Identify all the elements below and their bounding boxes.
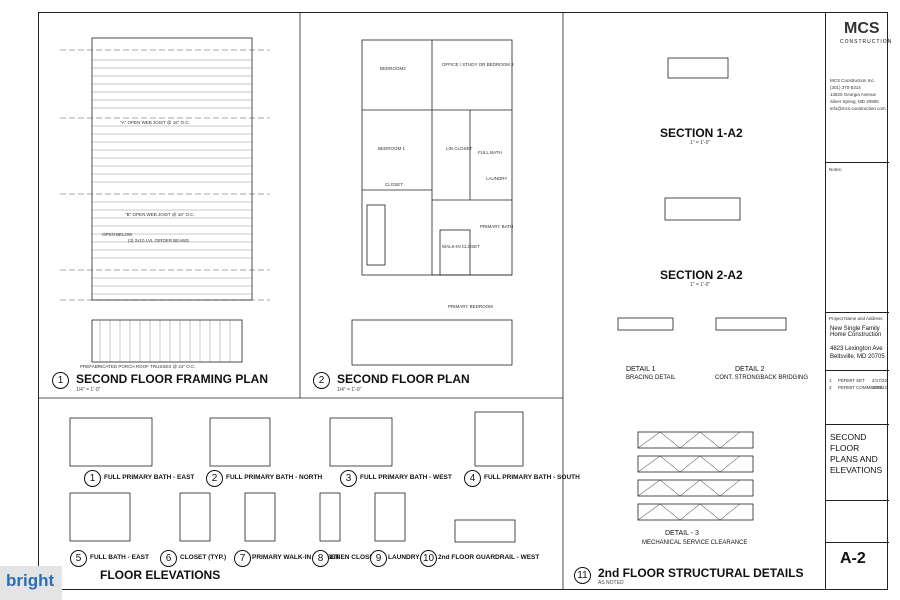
- elev-label-2: FULL PRIMARY BATH - NORTH: [226, 474, 323, 481]
- company-address-1: 13820 Georgia Avenue: [830, 92, 876, 97]
- project-label: Project Name and Address: [829, 316, 883, 321]
- elev-label-7: PRIMARY WALK-IN CLOSET: [252, 554, 340, 561]
- elev-number-5: 5: [70, 550, 87, 567]
- elev-label-1: FULL PRIMARY BATH - EAST: [104, 474, 195, 481]
- drawing-number-1: 1: [52, 372, 69, 389]
- sheet-number: A-2: [840, 550, 866, 567]
- framing-note-b: "B" OPEN WEB JOIST @ 16" O.C.: [125, 212, 195, 217]
- elev-label-8: LINEN CLOSET: [330, 554, 378, 561]
- revision-1-no: 1: [829, 378, 832, 383]
- company-phone: (301) 370-5314: [830, 85, 861, 90]
- section-2-scale: 1" = 1'-0": [690, 282, 711, 288]
- elev-label-9: LAUNDRY: [388, 554, 420, 561]
- elev-number-10: 10: [420, 550, 437, 567]
- room-walk-in: WALK-IN CLOSET: [442, 244, 480, 249]
- drawing-title-framing-plan: SECOND FLOOR FRAMING PLAN: [76, 372, 268, 386]
- drawing-scale-1: 1/4" = 1'-0": [76, 387, 101, 393]
- company-address-2: Silver Spring, MD 20906: [830, 99, 879, 104]
- revision-2-date: 3/08/22: [872, 385, 888, 390]
- framing-note-porch: PREFABRICATED PORCH ROOF TRUSSES @ 24" O…: [80, 364, 196, 369]
- elev-number-9: 9: [370, 550, 387, 567]
- room-office: OFFICE / STUDY OR BEDROOM 3: [442, 62, 514, 67]
- detail-1-title: DETAIL 1: [626, 366, 656, 373]
- section-1-scale: 1" = 1'-0": [690, 140, 711, 146]
- project-address-1: 4823 Lexington Ave: [830, 346, 883, 352]
- detail-2-sub: CONT. STRONGBACK BRIDGING: [715, 375, 809, 381]
- elev-number-3: 3: [340, 470, 357, 487]
- company-name: MCS Construction Inc.: [830, 78, 876, 83]
- section-2-title: SECTION 2-A2: [660, 268, 743, 282]
- drawing-number-2: 2: [313, 372, 330, 389]
- revision-2-desc: PERMIT COMMENTS: [838, 385, 883, 390]
- elev-number-8: 8: [312, 550, 329, 567]
- project-name: New Single Family Home Construction: [830, 326, 882, 338]
- section-1-title: SECTION 1-A2: [660, 126, 743, 140]
- elev-label-5: FULL BATH - EAST: [90, 554, 149, 561]
- room-full-bath: FULL BATH: [478, 150, 502, 155]
- room-primary-bath: PRIMARY BATH: [480, 224, 514, 229]
- framing-note-girder: (3) 2x10 LVL GIRDER BEAMS: [128, 238, 190, 243]
- drawing-title-structural: 2nd FLOOR STRUCTURAL DETAILS: [598, 566, 804, 580]
- room-laundry: LAUNDRY: [486, 176, 508, 181]
- revision-2-no: 2: [829, 385, 832, 390]
- elev-number-6: 6: [160, 550, 177, 567]
- detail-3-title: DETAIL - 3: [665, 530, 699, 537]
- title-block: MCS CONSTRUCTION MCS Construction Inc. (…: [825, 12, 891, 590]
- elev-number-2: 2: [206, 470, 223, 487]
- room-closet: CLOSET: [385, 182, 404, 187]
- company-logo: MCS: [844, 20, 880, 37]
- company-logo-sub: CONSTRUCTION: [840, 39, 893, 45]
- elev-label-6: CLOSET (TYP.): [180, 554, 227, 561]
- elev-label-10: 2nd FLOOR GUARDRAIL - WEST: [438, 554, 540, 561]
- detail-3-sub: MECHANICAL SERVICE CLEARANCE: [642, 540, 748, 546]
- watermark-text: bright: [6, 571, 55, 590]
- company-email: info@mcs-construction.com: [830, 106, 886, 111]
- drawing-scale-2: 1/4" = 1'-0": [337, 387, 362, 393]
- project-address-2: Beltsville, MD 20705: [830, 354, 885, 360]
- room-linen-closet: LIN CLOSET: [446, 146, 473, 151]
- elev-number-7: 7: [234, 550, 251, 567]
- elevations-title: FLOOR ELEVATIONS: [100, 568, 221, 582]
- sheet-title: SECOND FLOOR PLANS AND ELEVATIONS: [830, 432, 883, 475]
- drawing-number-11: 11: [574, 567, 591, 584]
- drawing-sheet: [38, 12, 888, 590]
- drawing-title-floor-plan: SECOND FLOOR PLAN: [337, 372, 470, 386]
- elev-label-4: FULL PRIMARY BATH - SOUTH: [484, 474, 580, 481]
- revision-1-desc: PERMIT SET: [838, 378, 865, 383]
- room-bedroom1: BEDROOM 1: [378, 146, 406, 151]
- elev-number-4: 4: [464, 470, 481, 487]
- framing-note-a: "A" OPEN WEB JOIST @ 16" O.C.: [120, 120, 190, 125]
- room-primary-bedroom: PRIMARY BEDROOM: [448, 304, 493, 309]
- watermark-logo: bright: [0, 566, 62, 600]
- detail-1-sub: BRACING DETAIL: [626, 375, 676, 381]
- notes-label: Notes:: [829, 167, 843, 172]
- revision-1-date: 2/17/22: [872, 378, 888, 383]
- elev-label-3: FULL PRIMARY BATH - WEST: [360, 474, 452, 481]
- room-bedroom2: BEDROOM2: [380, 66, 406, 71]
- detail-2-title: DETAIL 2: [735, 366, 765, 373]
- elev-number-1: 1: [84, 470, 101, 487]
- framing-note-open: OPEN BELOW: [102, 232, 133, 237]
- drawing-scale-11: AS NOTED: [598, 580, 624, 586]
